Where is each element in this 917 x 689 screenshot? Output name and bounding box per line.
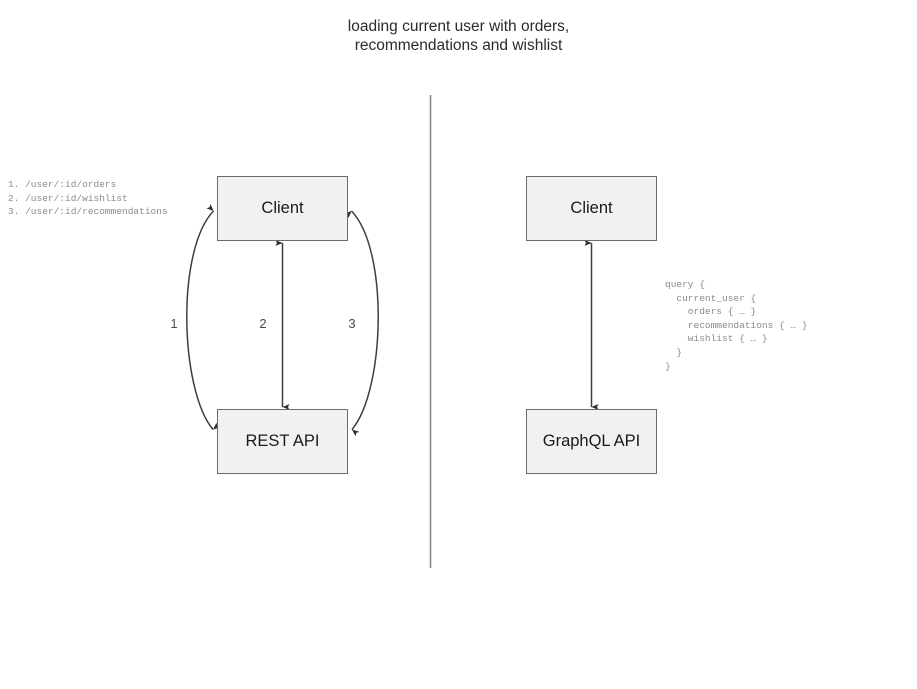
node-rest-api-label: REST API [245, 432, 320, 450]
node-rest-api[interactable]: REST API [217, 409, 348, 474]
page-title: loading current user with orders, recomme… [0, 17, 917, 55]
node-graphql-api[interactable]: GraphQL API [526, 409, 657, 474]
edge-label-2: 2 [259, 316, 267, 331]
edge-request-3-recommendations [344, 210, 379, 437]
node-graphql-api-label: GraphQL API [542, 432, 641, 450]
node-client-rest[interactable]: Client [217, 176, 348, 241]
edge-label-1: 1 [170, 316, 178, 331]
edge-request-1-orders [186, 204, 221, 430]
page-title-line-2: recommendations and wishlist [354, 37, 563, 54]
graphql-query-block: query { current_user { orders { … } reco… [665, 279, 808, 372]
page-title-line-1: loading current user with orders, [347, 18, 570, 35]
node-client-graphql-label: Client [570, 199, 613, 217]
edge-label-3: 3 [348, 316, 356, 331]
node-client-rest-label: Client [261, 199, 304, 217]
node-client-graphql[interactable]: Client [526, 176, 657, 241]
rest-endpoint-list: 1. /user/:id/orders 2. /user/:id/wishlis… [8, 179, 168, 218]
